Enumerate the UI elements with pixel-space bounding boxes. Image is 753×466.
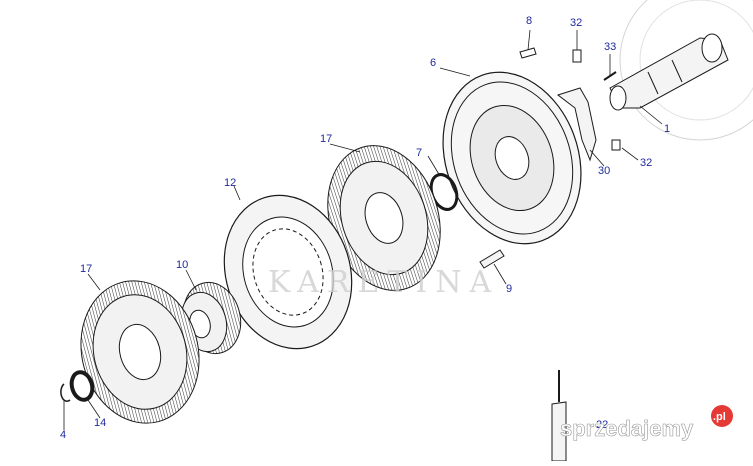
part-circlip (60, 383, 71, 402)
callout-9: 9 (506, 283, 512, 295)
part-friction-disc-lower (80, 280, 200, 424)
callout-14: 14 (94, 417, 106, 429)
callouts: 8 32 33 6 1 7 17 30 32 12 9 10 17 4 14 2… (60, 15, 670, 441)
part-pin (479, 249, 505, 269)
callout-30: 30 (598, 165, 610, 177)
callout-4: 4 (60, 429, 66, 441)
callout-12: 12 (224, 177, 236, 189)
part-fork-lever (556, 87, 597, 162)
part-clutch-plate (223, 194, 353, 350)
watermark: KARETINA (268, 265, 499, 300)
callout-17-lower: 17 (80, 263, 92, 275)
brand-text: sprzedajemy (560, 416, 694, 441)
callout-22: 22 (596, 419, 608, 431)
part-pressure-plate-housing (442, 71, 582, 245)
callout-10: 10 (176, 259, 188, 271)
part-washer (69, 370, 95, 402)
callout-33: 33 (604, 41, 616, 53)
callout-1: 1 (664, 123, 670, 135)
background-housing-outline (619, 0, 753, 141)
watermark-text: KARETINA (268, 265, 499, 300)
callout-7: 7 (416, 147, 422, 159)
brand-badge-icon (711, 405, 733, 427)
sprzedajemy-logo: sprzedajemy .pl (560, 405, 733, 441)
brand-badge-text: .pl (713, 411, 726, 423)
callout-32-top: 32 (570, 17, 582, 29)
part-tool (551, 370, 567, 462)
callout-32-lower: 32 (640, 157, 652, 169)
part-shaft (609, 33, 729, 111)
callout-8: 8 (526, 15, 532, 27)
callout-17-upper: 17 (320, 133, 332, 145)
leader-lines (63, 29, 663, 430)
part-friction-disc-upper (327, 145, 441, 291)
callout-6: 6 (430, 57, 436, 69)
